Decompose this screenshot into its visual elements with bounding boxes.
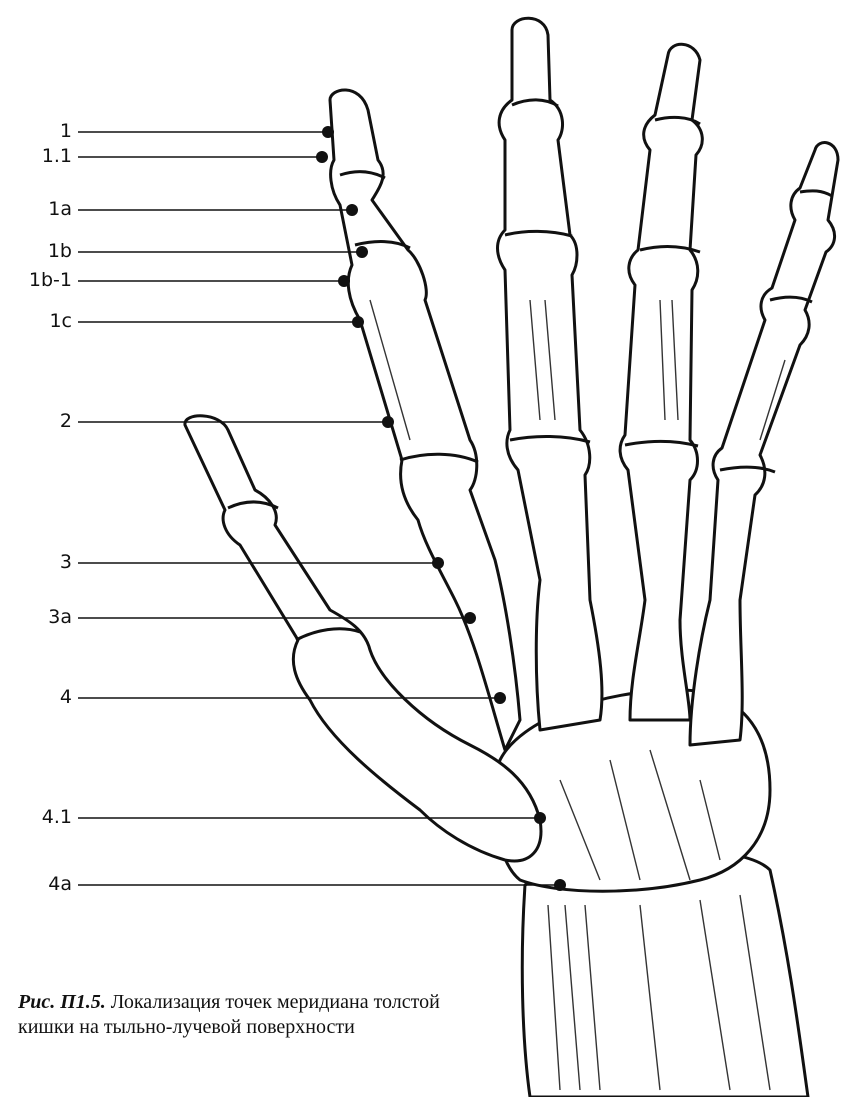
point-marker-1c: [352, 316, 364, 328]
point-label-1: 1: [20, 122, 72, 141]
point-marker-1a: [346, 204, 358, 216]
point-marker-3a: [464, 612, 476, 624]
point-marker-1b: [356, 246, 368, 258]
figure-caption: Рис. П1.5. Локализация точек меридиана т…: [18, 990, 488, 1040]
point-label-2: 2: [20, 412, 72, 431]
point-marker-4a: [554, 879, 566, 891]
point-marker-4: [494, 692, 506, 704]
point-label-1c: 1c: [20, 312, 72, 331]
point-marker-4-1: [534, 812, 546, 824]
point-marker-3: [432, 557, 444, 569]
point-marker-1-1: [316, 151, 328, 163]
point-label-1a: 1a: [20, 200, 72, 219]
point-label-4a: 4a: [20, 875, 72, 894]
point-marker-1b-1: [338, 275, 350, 287]
point-label-4: 4: [20, 688, 72, 707]
middle-finger-bones: [498, 18, 602, 730]
ring-finger-bones: [620, 44, 702, 720]
point-marker-2: [382, 416, 394, 428]
point-label-1b: 1b: [20, 242, 72, 261]
figure-number: Рис. П1.5.: [18, 991, 106, 1013]
point-label-3a: 3a: [20, 608, 72, 627]
point-label-1-1: 1.1: [20, 147, 72, 166]
little-finger-bones: [690, 143, 838, 745]
point-label-4-1: 4.1: [20, 808, 72, 827]
point-label-1b-1: 1b-1: [14, 271, 72, 290]
point-marker-1: [322, 126, 334, 138]
point-label-3: 3: [20, 553, 72, 572]
